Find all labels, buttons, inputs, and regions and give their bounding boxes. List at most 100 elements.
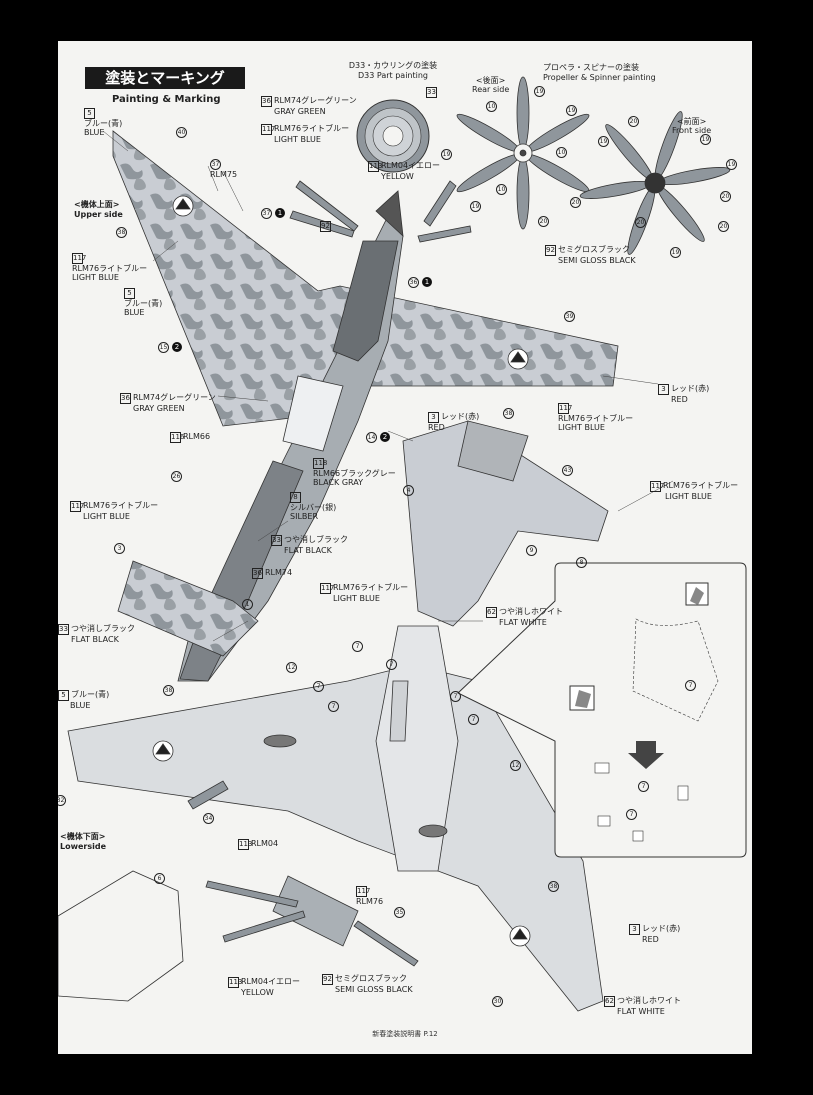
callout-12b: 12 [510,760,521,771]
prop-callout-20e: 20 [718,221,729,232]
propeller-rear [456,76,590,230]
front-side-heading: <前面> Front side [672,117,711,135]
callout-116-rlm66: 116RLM66 [170,432,211,443]
inset-callout-7b: 7 [638,781,649,792]
page-title: 塗装とマーキング [85,67,245,89]
callout-35: 35 [394,907,405,918]
callout-34: 34 [203,813,214,824]
prop-jp: プロペラ・スピナーの塗装 [543,63,639,72]
lower-propeller [205,880,419,967]
callout-7f: 7 [450,691,461,702]
front-jp: <前面> [676,117,707,126]
callout-38a: 38 [116,227,127,238]
front-en: Front side [672,126,712,135]
upper-side-heading: <機体上面> Upper side [74,199,123,219]
callout-38d: 38 [548,881,559,892]
inset-callout-7c: 7 [626,809,637,820]
prop-callout-19b: 19 [566,105,577,116]
page-footer: 新春塗装説明書 P.12 [372,1030,438,1038]
prop-callout-10b: 10 [556,147,567,158]
callout-7b: 7 [386,659,397,670]
prop-en: Propeller & Spinner painting [543,73,656,82]
callout-43: 43 [562,465,573,476]
callout-39: 39 [564,311,575,322]
prop-callout-10c: 10 [496,184,507,195]
callout-38b: 38 [503,408,514,419]
upper-side-jp: <機体上面> [74,200,120,209]
callout-92a: 92 [320,221,331,232]
prop-callout-19d: 19 [470,201,481,212]
d33-heading: D33・カウリングの塗装 D33 Part painting [338,60,448,80]
lower-side-heading: <機体下面> Lowerside [60,831,106,851]
rear-jp: <後面> [475,76,506,85]
callout-32: 32 [58,795,66,806]
lower-aircraft [67,420,609,1012]
callout-30: 30 [492,996,503,1007]
callout-38c: 38 [163,685,174,696]
prop-callout-19a: 19 [534,86,545,97]
d33-cowling [356,99,430,173]
propeller-heading: プロペラ・スピナーの塗装 Propeller & Spinner paintin… [543,62,656,82]
prop-callout-20c: 20 [628,116,639,127]
inset-callout-7a: 7 [685,680,696,691]
rear-side-heading: <後面> Rear side [472,76,509,94]
prop-callout-19f: 19 [700,134,711,145]
rear-en: Rear side [472,85,510,94]
prop-callout-19h: 19 [726,159,737,170]
lower-side-en: Lowerside [60,842,107,851]
prop-callout-19e: 19 [598,136,609,147]
callout-8b: 8 [576,557,587,568]
upper-propeller [289,180,472,243]
prop-callout-20a: 20 [570,197,581,208]
lower-side-jp: <機体下面> [60,832,106,841]
upper-side-en: Upper side [74,210,123,219]
prop-callout-20b: 20 [538,216,549,227]
detail-inset [457,562,747,858]
d33-en: D33 Part painting [358,71,428,80]
callout-26: 26 [171,471,182,482]
prop-callout-19c: 19 [441,149,452,160]
callout-4: 4 [403,485,414,496]
prop-callout-10a: 10 [486,101,497,112]
instruction-sheet: 塗装とマーキング Painting & Marking <機体上面> Upper… [58,41,752,1054]
callout-3c: 3 [114,543,125,554]
d33-callout-33: 33 [426,87,437,98]
callout-7d: 7 [328,701,339,712]
prop-callout-20d: 20 [720,191,731,202]
callout-6: 6 [154,873,165,884]
d33-jp: D33・カウリングの塗装 [348,61,438,70]
prop-callout-20f: 20 [635,217,646,228]
callout-1: 1 [242,599,253,610]
page-subtitle: Painting & Marking [112,94,221,105]
callout-40: 40 [176,127,187,138]
